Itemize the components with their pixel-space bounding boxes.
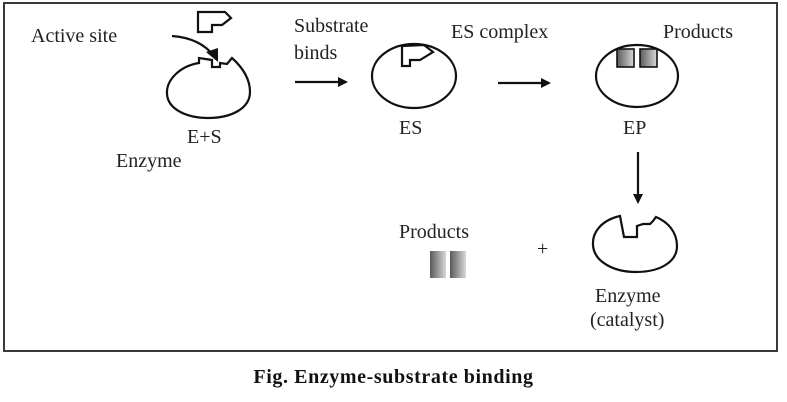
enzyme-catalyst xyxy=(591,214,679,274)
label-es-complex: ES complex xyxy=(451,21,549,43)
label-active-site: Active site xyxy=(31,25,118,47)
label-catalyst: (catalyst) xyxy=(590,309,665,331)
product-block-2 xyxy=(639,48,658,68)
enzyme-es xyxy=(370,42,458,110)
label-e-plus-s: E+S xyxy=(187,126,222,148)
active-site-arrowhead xyxy=(206,48,218,62)
substrate-shape xyxy=(196,10,233,34)
label-enzyme-bottom: Enzyme xyxy=(595,285,661,307)
released-product-1 xyxy=(430,251,446,278)
diagram-frame xyxy=(3,2,778,352)
label-binds: binds xyxy=(294,42,338,64)
label-products-bottom: Products xyxy=(399,221,469,243)
released-product-2 xyxy=(450,251,466,278)
enzyme-e-plus-s xyxy=(165,56,252,120)
label-products-top: Products xyxy=(663,21,733,43)
bound-substrate xyxy=(400,43,435,68)
figure-caption: Fig. Enzyme-substrate binding xyxy=(253,366,534,388)
label-es: ES xyxy=(399,117,423,139)
label-ep: EP xyxy=(623,117,647,139)
label-enzyme: Enzyme xyxy=(116,150,182,172)
product-block-1 xyxy=(616,48,635,68)
label-substrate: Substrate xyxy=(294,15,369,37)
enzyme-ep xyxy=(594,43,680,109)
plus-sign: + xyxy=(537,238,549,260)
